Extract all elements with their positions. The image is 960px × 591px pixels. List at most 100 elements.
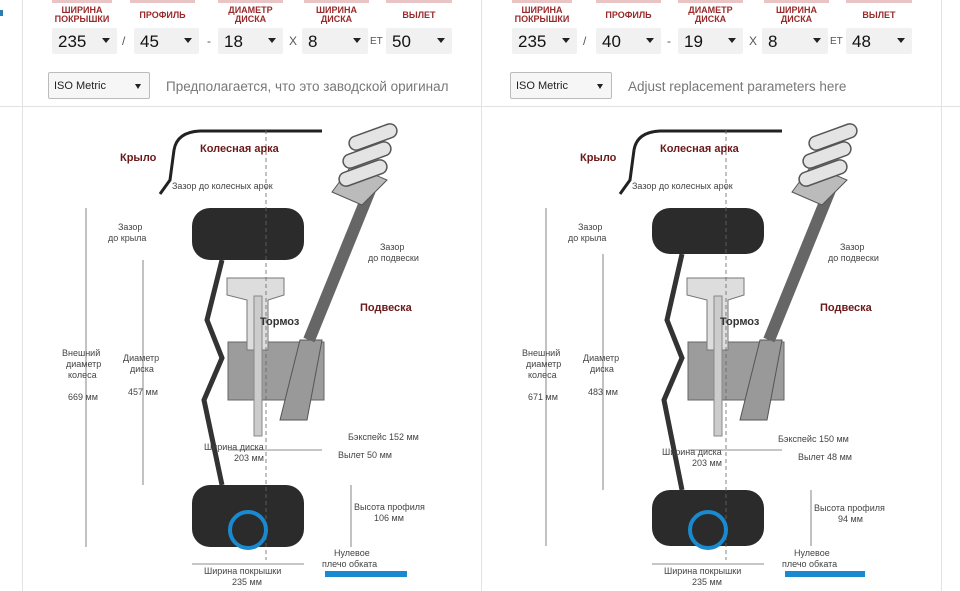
divider-left	[22, 0, 23, 591]
label-offset: Вылет 50 мм	[338, 450, 392, 460]
label-scrub-1: Нулевое	[794, 548, 830, 558]
chevron-down-icon	[562, 38, 570, 43]
profile-value: 45	[140, 32, 159, 51]
label-outer-value: 669 мм	[68, 392, 98, 402]
chevron-down-icon	[813, 38, 821, 43]
separator-slash: /	[122, 34, 126, 48]
suspension-strut	[279, 123, 398, 421]
rim-diameter-select[interactable]: 19	[678, 28, 743, 54]
header-tire-width: ШИРИНА ПОКРЫШКИ	[514, 5, 570, 24]
offset-select[interactable]: 48	[846, 28, 912, 54]
separator-x: X	[289, 34, 298, 48]
rim-width-value: 8	[768, 32, 778, 51]
label-suspension: Подвеска	[360, 302, 413, 314]
header-profile: ПРОФИЛЬ	[139, 10, 186, 20]
wheel-diagram-replacement: Крыло Колесная арка Зазор до колесных ар…	[522, 123, 885, 587]
label-susp-gap-1: Зазор	[380, 242, 404, 252]
label-suspension: Подвеска	[820, 302, 873, 314]
label-rim-diam-2: диска	[590, 364, 614, 374]
label-outer-1: Внешний	[62, 348, 100, 358]
header-offset: ВЫЛЕТ	[402, 10, 436, 20]
chevron-down-icon	[353, 38, 361, 43]
panel-replacement: ШИРИНА ПОКРЫШКИ ПРОФИЛЬ ДИАМЕТР ДИСКА ШИ…	[482, 0, 922, 591]
label-arch: Колесная арка	[200, 143, 280, 155]
offset-select[interactable]: 50	[386, 28, 452, 54]
rim-width-select[interactable]: 8	[762, 28, 828, 54]
chevron-down-icon	[437, 38, 445, 43]
rim-diameter-select[interactable]: 18	[218, 28, 283, 54]
divider-middle	[481, 0, 482, 591]
header-tire-width: ШИРИНА ПОКРЫШКИ	[54, 5, 110, 24]
tire-width-select[interactable]: 235	[512, 28, 577, 54]
label-rim-width-2: 203 мм	[692, 458, 722, 468]
header-rim-diameter: ДИАМЕТР ДИСКА	[228, 5, 273, 24]
chevron-down-icon	[646, 38, 654, 43]
label-outer-3: колеса	[528, 370, 557, 380]
label-profile-1: Высота профиля	[814, 503, 885, 513]
header-divider	[0, 106, 960, 107]
label-tire-width-2: 235 мм	[232, 577, 262, 587]
tire-width-select[interactable]: 235	[52, 28, 117, 54]
separator-dash: -	[207, 34, 211, 48]
label-susp-gap-1: Зазор	[840, 242, 864, 252]
label-backspace: Бэкспейс 152 мм	[348, 432, 419, 442]
label-rim-width-2: 203 мм	[234, 453, 264, 463]
standard-select[interactable]: ISO Metric	[510, 72, 612, 99]
rim	[201, 259, 325, 486]
label-scrub-2: плечо обката	[782, 559, 837, 569]
standard-value: ISO Metric	[516, 80, 568, 92]
label-rim-diam-2: диска	[130, 364, 154, 374]
header-offset: ВЫЛЕТ	[862, 10, 896, 20]
dimension-lines	[85, 130, 352, 565]
label-fender: Крыло	[120, 152, 157, 164]
profile-value: 40	[602, 32, 621, 51]
chevron-down-icon	[184, 38, 192, 43]
rim-diameter-value: 19	[684, 32, 703, 51]
chevron-down-icon	[897, 38, 905, 43]
label-scrub-2: плечо обката	[322, 559, 377, 569]
scrub-circle	[228, 510, 407, 577]
chevron-down-icon	[135, 84, 141, 89]
label-susp-gap-2: до подвески	[828, 253, 879, 263]
label-arch-gap: Зазор до колесных арок	[632, 181, 733, 191]
label-tire-width-1: Ширина покрышки	[204, 566, 281, 576]
note-text: Предполагается, что это заводской оригин…	[166, 79, 449, 94]
tire-width-value: 235	[518, 32, 547, 51]
separator-slash: /	[583, 34, 587, 48]
header-rim-width: ШИРИНА ДИСКА	[316, 5, 357, 24]
label-profile-2: 94 мм	[838, 514, 863, 524]
label-tire-width-2: 235 мм	[692, 577, 722, 587]
offset-value: 50	[392, 32, 411, 51]
tire-bottom	[652, 490, 764, 546]
label-rim-width-1: Ширина диска	[662, 447, 722, 457]
note-text: Adjust replacement parameters here	[628, 79, 847, 94]
separator-et: ET	[370, 36, 383, 47]
separator-x: X	[749, 34, 758, 48]
rim-width-select[interactable]: 8	[302, 28, 368, 54]
header-rim-diameter: ДИАМЕТР ДИСКА	[688, 5, 733, 24]
label-profile-1: Высота профиля	[354, 502, 425, 512]
chevron-down-icon	[102, 38, 110, 43]
label-fender: Крыло	[580, 152, 617, 164]
label-outer-3: колеса	[68, 370, 97, 380]
tire-top	[192, 208, 304, 260]
rim-diameter-value: 18	[224, 32, 243, 51]
label-offset: Вылет 48 мм	[798, 452, 852, 462]
label-arch-gap: Зазор до колесных арок	[172, 181, 273, 191]
label-rim-diam-1: Диаметр	[583, 353, 619, 363]
header-rim-width: ШИРИНА ДИСКА	[776, 5, 817, 24]
standard-select[interactable]: ISO Metric	[48, 72, 150, 99]
label-tire-width-1: Ширина покрышки	[664, 566, 741, 576]
rim-width-value: 8	[308, 32, 318, 51]
profile-select[interactable]: 45	[134, 28, 199, 54]
fender-arch-outline	[618, 129, 782, 195]
chevron-down-icon	[597, 84, 603, 89]
label-profile-2: 106 мм	[374, 513, 404, 523]
fender-arch-outline	[158, 129, 322, 195]
label-outer-value: 671 мм	[528, 392, 558, 402]
profile-select[interactable]: 40	[596, 28, 661, 54]
label-outer-2: диаметр	[526, 359, 561, 369]
offset-value: 48	[852, 32, 871, 51]
dimension-lines	[545, 130, 812, 565]
panel-original: ШИРИНА ПОКРЫШКИ ПРОФИЛЬ ДИАМЕТР ДИСКА ШИ…	[22, 0, 462, 591]
